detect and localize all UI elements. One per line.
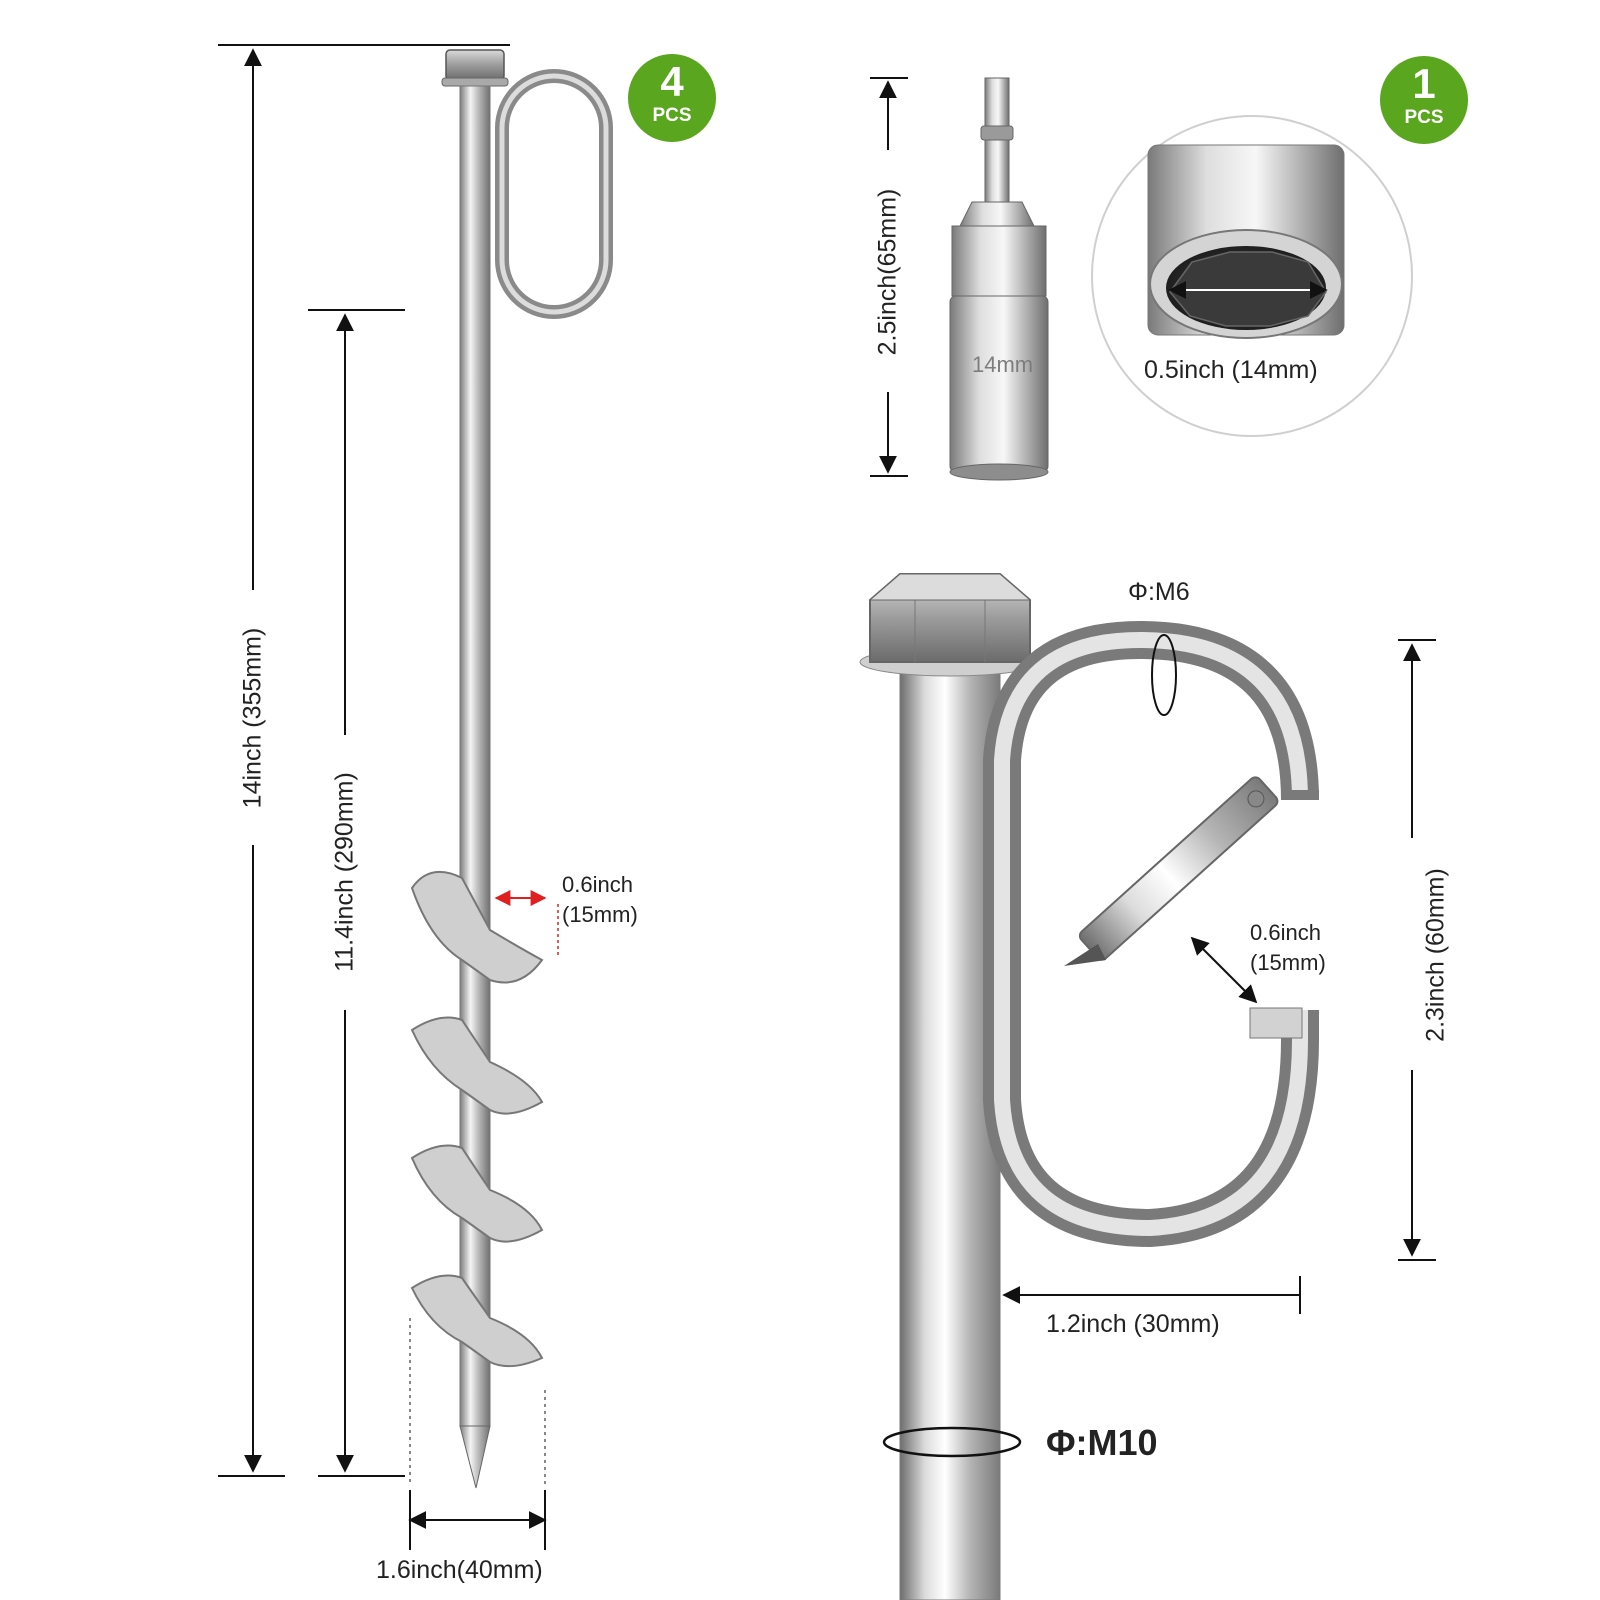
spiral-length-label: 11.4inch (290mm) (330, 772, 359, 972)
socket-length-label: 2.5inch(65mm) (873, 188, 902, 356)
quantity-badge-socket: 1 PCS (1380, 56, 1468, 144)
spiral-depth-inch: 0.6inch (562, 872, 633, 897)
socket-size-label: 0.5inch (14mm) (1144, 356, 1318, 384)
carabiner-ring-detail (983, 621, 1322, 1247)
ring-diameter-label: Φ:M6 (1128, 578, 1190, 606)
socket-length-dimension (870, 77, 908, 477)
badge-number: 4 (660, 58, 684, 105)
ring-width-label: 1.2inch (30mm) (1046, 1310, 1220, 1338)
ring-height-label: 2.3inch (60mm) (1421, 868, 1450, 1042)
badge-unit: PCS (652, 105, 692, 126)
ground-anchor-illustration (410, 49, 613, 1489)
gate-gap-label: 0.6inch (15mm) (1250, 918, 1326, 978)
gate-gap-mm: (15mm) (1250, 950, 1326, 975)
total-length-label: 14inch (355mm) (238, 627, 267, 809)
spiral-depth-label: 0.6inch (15mm) (562, 870, 638, 930)
dimension-lines-left (218, 44, 547, 1550)
gate-gap-inch: 0.6inch (1250, 920, 1321, 945)
badge-unit: PCS (1404, 107, 1444, 128)
rod-diameter-label: Φ:M10 (1046, 1422, 1158, 1463)
badge-number: 1 (1412, 60, 1436, 107)
spiral-depth-marker (494, 890, 559, 958)
spiral-depth-mm: (15mm) (562, 902, 638, 927)
spiral-width-label: 1.6inch(40mm) (376, 1556, 543, 1584)
socket-engraving-text: 14mm (972, 352, 1034, 377)
socket-bit-illustration (949, 77, 1049, 481)
quantity-badge-anchors: 4 PCS (628, 54, 716, 142)
dimension-lines-right (882, 634, 1436, 1458)
socket-opening-closeup (1091, 115, 1413, 437)
